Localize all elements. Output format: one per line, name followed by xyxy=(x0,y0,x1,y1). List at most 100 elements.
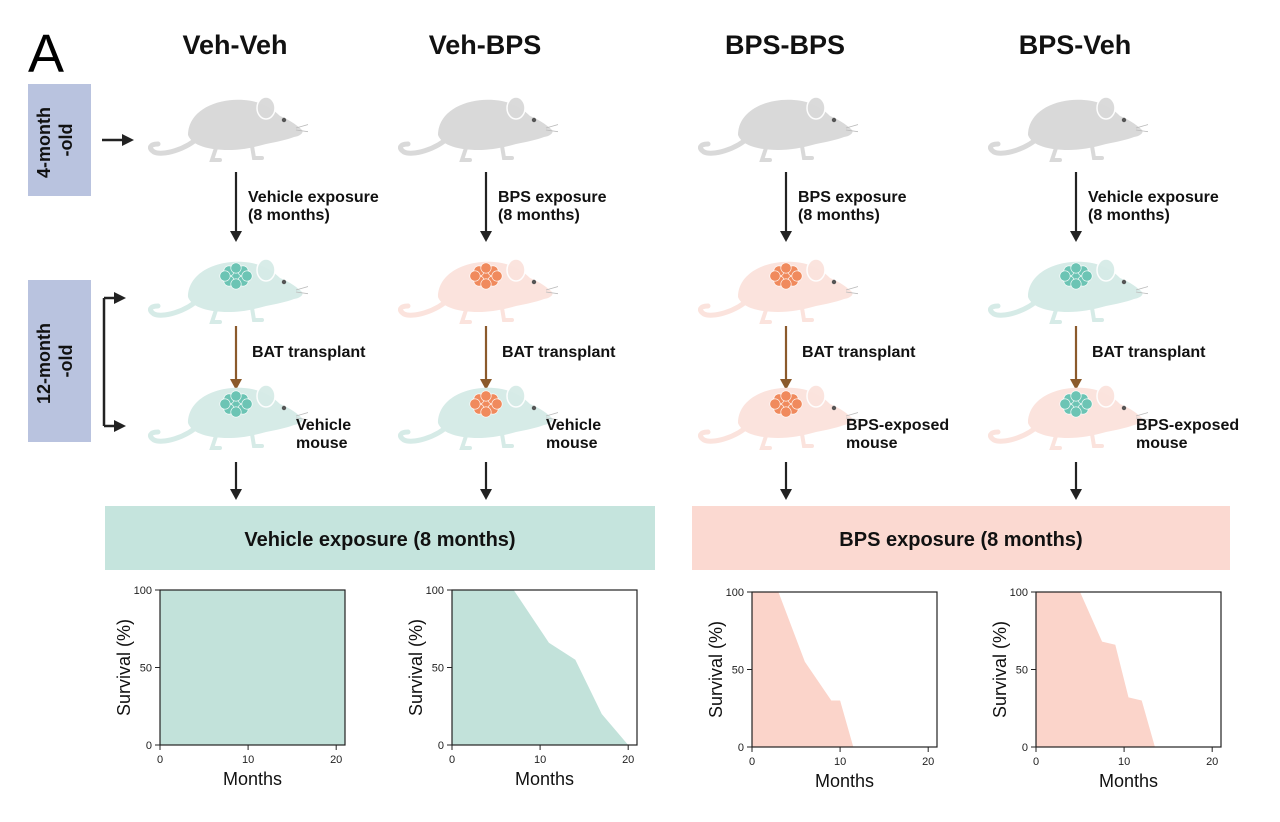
fat-lobule xyxy=(780,390,792,402)
age-label-12-month-line2: -old xyxy=(56,345,76,378)
fat-lobule xyxy=(1059,270,1071,282)
y-tick-label: 0 xyxy=(1022,742,1028,754)
survival-area xyxy=(160,590,345,745)
y-tick-label: 100 xyxy=(1010,587,1028,599)
fat-lobule xyxy=(1070,262,1082,274)
x-tick-label: 10 xyxy=(242,754,254,766)
fat-lobule xyxy=(780,262,792,274)
transplant-arrow xyxy=(780,326,792,390)
fat-lobule xyxy=(219,270,231,282)
exposure-label-line: (8 months) xyxy=(798,207,880,224)
recipient-label-line: mouse xyxy=(1136,435,1188,452)
exposure-label-line: BPS exposure xyxy=(498,189,607,206)
age-label-4-month-line2: -old xyxy=(56,124,76,157)
arrow-head xyxy=(230,489,242,500)
y-tick-label: 0 xyxy=(438,740,444,752)
recipient-label-line: BPS-exposed xyxy=(1136,417,1239,434)
to-treatment-arrow xyxy=(780,462,792,500)
vehicle-banner-label: Vehicle exposure (8 months) xyxy=(244,529,515,551)
arrow-head xyxy=(230,379,242,390)
recipient-fat-tissue xyxy=(219,390,253,418)
x-axis-label: Months xyxy=(515,769,574,789)
fat-lobule xyxy=(469,398,481,410)
survival-area xyxy=(452,590,629,745)
exposure-label-line: (8 months) xyxy=(248,207,330,224)
fat-lobule xyxy=(791,270,803,282)
to-treatment-arrow xyxy=(480,462,492,500)
to-treatment-arrow xyxy=(230,462,242,500)
age-label-12-month-line1: 12-month xyxy=(34,323,54,404)
transplant-arrow xyxy=(1070,326,1082,390)
exposure-label: BPS exposure(8 months) xyxy=(498,189,607,224)
arrow-head xyxy=(780,489,792,500)
age-label-12-month: 12-month -old xyxy=(34,318,76,404)
fat-lobule xyxy=(769,270,781,282)
start-arrow xyxy=(102,134,134,146)
x-axis-label: Months xyxy=(223,769,282,789)
mouse-4-month xyxy=(991,97,1150,160)
survival-area xyxy=(1036,592,1155,747)
fat-lobule xyxy=(769,398,781,410)
fat-lobule xyxy=(791,398,803,410)
x-tick-label: 20 xyxy=(330,754,342,766)
donor-fat-tissue xyxy=(219,262,253,290)
transplant-label: BAT transplant xyxy=(802,344,916,361)
y-axis-label: Survival (%) xyxy=(406,619,426,716)
bps-banner-label: BPS exposure (8 months) xyxy=(839,529,1082,551)
exposure-label-line: (8 months) xyxy=(498,207,580,224)
recipient-label-line: Vehicle xyxy=(296,417,351,434)
mouse-4-month xyxy=(401,97,560,160)
exposure-label-line: (8 months) xyxy=(1088,207,1170,224)
recipient-fat-tissue xyxy=(1059,390,1093,418)
fat-lobule xyxy=(241,398,253,410)
fat-lobule xyxy=(1081,270,1093,282)
exposure-arrow xyxy=(780,172,792,242)
exposure-label: Vehicle exposure(8 months) xyxy=(1088,189,1219,224)
mouse-4-month xyxy=(151,97,310,160)
transplant-label-line: BAT transplant xyxy=(802,344,916,361)
y-tick-label: 0 xyxy=(146,740,152,752)
arrow-head xyxy=(780,379,792,390)
exposure-label: Vehicle exposure(8 months) xyxy=(248,189,379,224)
y-tick-label: 50 xyxy=(140,663,152,675)
y-tick-label: 100 xyxy=(726,587,744,599)
fat-lobule xyxy=(780,406,792,418)
vehicle-banner xyxy=(105,506,655,570)
survival-area xyxy=(752,592,854,747)
panel-letter: A xyxy=(28,24,64,84)
transplant-bracket xyxy=(102,292,126,432)
fat-lobule xyxy=(480,406,492,418)
exposure-label: BPS exposure(8 months) xyxy=(798,189,907,224)
group-title: Veh-Veh xyxy=(182,30,287,60)
donor-fat-tissue xyxy=(469,262,503,290)
transplant-label-line: BAT transplant xyxy=(1092,344,1206,361)
donor-fat-tissue xyxy=(769,262,803,290)
fat-lobule xyxy=(480,390,492,402)
fat-lobule xyxy=(491,398,503,410)
x-tick-label: 0 xyxy=(157,754,163,766)
fat-lobule xyxy=(1070,390,1082,402)
fat-lobule xyxy=(480,278,492,290)
arrow-head xyxy=(1070,489,1082,500)
mouse-4-month xyxy=(701,97,860,160)
x-tick-label: 0 xyxy=(449,754,455,766)
group-column-2: Veh-BPS BPS exposure(8 months) BAT transpl… xyxy=(401,30,616,500)
transplant-label-line: BAT transplant xyxy=(502,344,616,361)
exposure-label-line: Vehicle exposure xyxy=(248,189,379,206)
group-title: BPS-BPS xyxy=(725,30,845,60)
fat-lobule xyxy=(491,270,503,282)
y-axis-label: Survival (%) xyxy=(990,621,1010,718)
fat-lobule xyxy=(480,262,492,274)
fat-lobule xyxy=(1081,398,1093,410)
x-tick-label: 0 xyxy=(749,756,755,768)
group-title: Veh-BPS xyxy=(429,30,542,60)
x-axis-label: Months xyxy=(815,771,874,791)
recipient-label-line: Vehicle xyxy=(546,417,601,434)
